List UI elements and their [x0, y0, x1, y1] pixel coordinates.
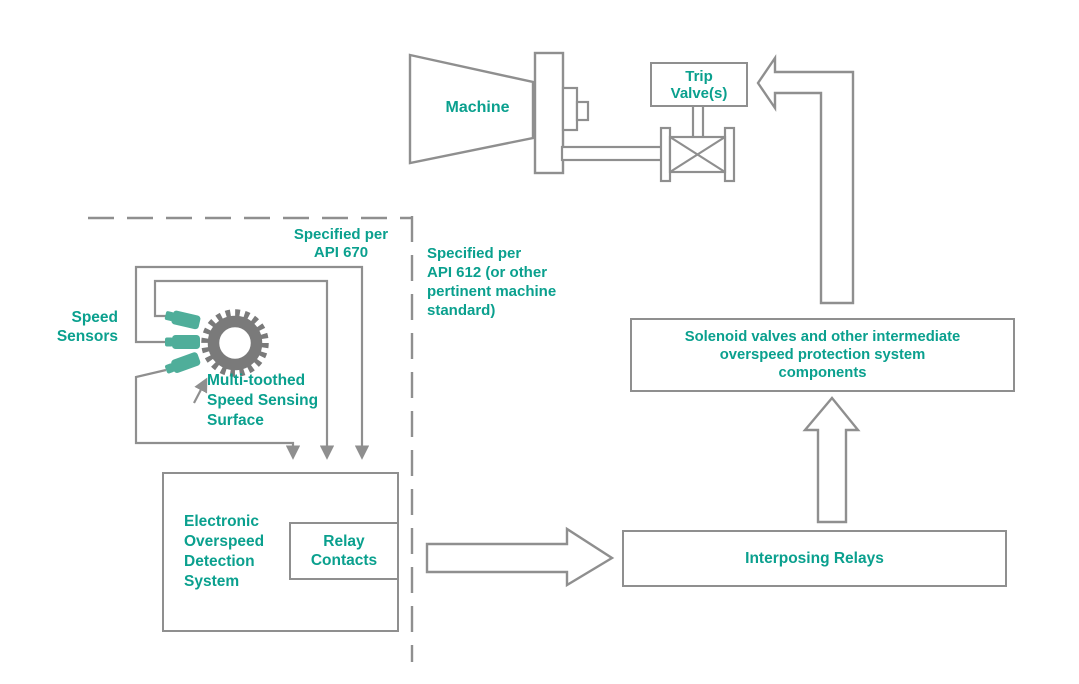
interposing-relays-box: Interposing Relays	[622, 530, 1007, 587]
relay-contacts-label: Relay Contacts	[310, 533, 378, 569]
gear-ring	[207, 315, 263, 371]
coupling-block-large	[533, 51, 565, 175]
sensor-wire-middle	[134, 265, 370, 460]
spec-api-670-label: Specified per API 670	[293, 226, 389, 261]
sensor-wire-bottom	[134, 368, 301, 460]
multi-toothed-surface-label: Multi-toothed Speed Sensing Surface	[207, 372, 319, 429]
coupling-block-small	[575, 100, 590, 122]
spec-api-612-label: Specified per API 612 (or other pertinen…	[427, 245, 557, 319]
valve-flange-left	[659, 126, 672, 183]
speed-sensors-label: Speed Sensors	[56, 309, 118, 345]
gear-teeth	[201, 309, 269, 377]
valve-x-diagonal-2	[669, 136, 726, 173]
coupling-block-mid	[561, 86, 579, 132]
interposing-relays-label: Interposing Relays	[745, 549, 884, 567]
trip-valves-label: Trip Valve(s)	[670, 67, 728, 102]
flow-arrow-interposing-to-solenoid	[802, 396, 861, 524]
sensor-wire-top	[153, 279, 335, 460]
trip-valves-box: Trip Valve(s)	[650, 62, 748, 107]
flow-arrow-solenoid-to-trip-valves	[756, 54, 855, 305]
flow-arrow-eods-to-interposing	[425, 526, 615, 588]
gear-pointer-arrow	[193, 377, 208, 404]
solenoid-components-label: Solenoid valves and other intermediate o…	[684, 329, 961, 381]
relay-contacts-box: Relay Contacts	[289, 522, 399, 580]
valve-flange-right	[723, 126, 736, 183]
process-pipe	[560, 145, 664, 162]
speed-sensor-3	[165, 352, 201, 374]
machine-shape	[408, 53, 535, 165]
eods-label: Electronic Overspeed Detection System	[184, 513, 265, 590]
speed-sensor-2	[165, 335, 200, 349]
valve-stem	[691, 103, 705, 140]
speed-sensor-1	[164, 310, 201, 330]
solenoid-components-box: Solenoid valves and other intermediate o…	[630, 318, 1015, 392]
machine-label: Machine	[445, 99, 510, 116]
